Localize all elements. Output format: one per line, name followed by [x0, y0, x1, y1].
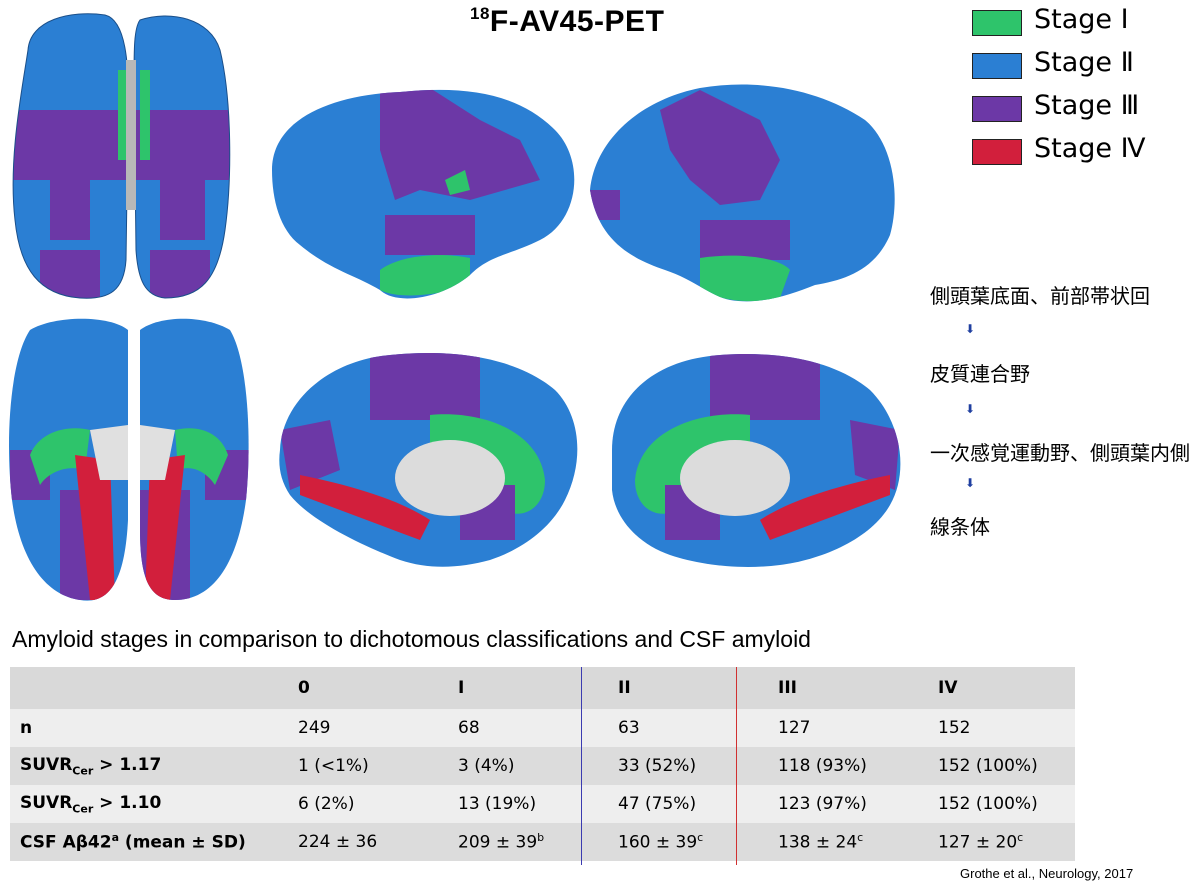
row-label: CSF Aβ42a (mean ± SD) — [10, 823, 288, 861]
figure-title: 18F-AV45-PET — [470, 4, 664, 39]
flow-step-1: 側頭葉底面、前部帯状回 — [930, 284, 1150, 308]
divider-red — [736, 667, 737, 865]
table-cell: 13 (19%) — [448, 785, 608, 823]
row-label-sub: Cer — [72, 764, 94, 778]
title-superscript: 18 — [470, 4, 490, 23]
table-title: Amyloid stages in comparison to dichotom… — [12, 626, 811, 652]
cell-value: 224 ± 36 — [298, 832, 378, 852]
title-main: F-AV45-PET — [489, 5, 665, 38]
cell-value: 160 ± 39 — [618, 832, 698, 853]
table-cell: 1 (<1%) — [288, 747, 448, 785]
legend-swatch-stage-3 — [972, 96, 1022, 122]
table-header-cell — [10, 667, 288, 709]
legend-item-stage-4: Stage Ⅳ — [972, 133, 1192, 176]
cell-footnote: c — [1017, 831, 1024, 845]
table-cell: 152 (100%) — [928, 785, 1075, 823]
legend-swatch-stage-1 — [972, 10, 1022, 36]
citation: Grothe et al., Neurology, 2017 — [960, 866, 1134, 881]
cell-footnote: b — [537, 831, 545, 845]
table-cell: 63 — [608, 709, 768, 747]
cell-value: 127 ± 20 — [938, 832, 1018, 853]
legend-label-stage-4: Stage Ⅳ — [1034, 133, 1146, 164]
table-row: n 249 68 63 127 152 — [10, 709, 1075, 747]
row-label-sup: a — [111, 831, 119, 845]
cell-value: 138 ± 24 — [778, 832, 858, 853]
table-header-cell: II — [608, 667, 768, 709]
table-cell: 123 (97%) — [768, 785, 928, 823]
legend-label-stage-3: Stage Ⅲ — [1034, 90, 1140, 121]
table-header-cell: IV — [928, 667, 1075, 709]
table-cell: 209 ± 39b — [448, 823, 608, 861]
table-header-cell: 0 — [288, 667, 448, 709]
arrow-down-icon: ⬇ — [965, 322, 976, 336]
table-cell: 152 — [928, 709, 1075, 747]
arrow-down-icon: ⬇ — [965, 402, 976, 416]
table-header-row: 0 I II III IV — [10, 667, 1075, 709]
table-cell: 152 (100%) — [928, 747, 1075, 785]
table-cell: 3 (4%) — [448, 747, 608, 785]
cell-footnote: c — [857, 831, 864, 845]
legend-label-stage-2: Stage Ⅱ — [1034, 47, 1134, 78]
row-label-rest: > 1.10 — [93, 792, 162, 813]
flow-step-3: 一次感覚運動野、側頭葉内側 — [930, 441, 1190, 465]
table-cell: 47 (75%) — [608, 785, 768, 823]
legend-label-stage-1: Stage Ⅰ — [1034, 4, 1129, 35]
amyloid-stage-table: 0 I II III IV n 249 68 63 127 152 SUVRCe… — [10, 667, 1075, 861]
legend-swatch-stage-4 — [972, 139, 1022, 165]
table-cell: 160 ± 39c — [608, 823, 768, 861]
legend-swatch-stage-2 — [972, 53, 1022, 79]
row-label-sub: Cer — [72, 802, 94, 816]
row-label: n — [10, 709, 288, 747]
table-header-cell: I — [448, 667, 608, 709]
table-row: SUVRCer > 1.10 6 (2%) 13 (19%) 47 (75%) … — [10, 785, 1075, 823]
cell-footnote: c — [697, 831, 704, 845]
row-label-main: n — [20, 718, 33, 738]
table-cell: 127 ± 20c — [928, 823, 1075, 861]
row-label: SUVRCer > 1.17 — [10, 747, 288, 785]
row-label-rest: (mean ± SD) — [119, 832, 246, 853]
table-cell: 68 — [448, 709, 608, 747]
table-cell: 33 (52%) — [608, 747, 768, 785]
table-cell: 127 — [768, 709, 928, 747]
cell-value: 209 ± 39 — [458, 832, 538, 853]
row-label-main: SUVR — [20, 754, 73, 775]
table-header-cell: III — [768, 667, 928, 709]
legend-item-stage-2: Stage Ⅱ — [972, 47, 1192, 90]
row-label-main: SUVR — [20, 792, 73, 813]
flow-step-4: 線条体 — [930, 515, 990, 539]
brain-renderings — [9, 13, 901, 601]
table-cell: 6 (2%) — [288, 785, 448, 823]
row-label: SUVRCer > 1.10 — [10, 785, 288, 823]
stage-legend: Stage Ⅰ Stage Ⅱ Stage Ⅲ Stage Ⅳ — [972, 4, 1192, 176]
legend-item-stage-1: Stage Ⅰ — [972, 4, 1192, 47]
table-cell: 224 ± 36 — [288, 823, 448, 861]
flow-step-2: 皮質連合野 — [930, 362, 1030, 386]
table-row: CSF Aβ42a (mean ± SD) 224 ± 36 209 ± 39b… — [10, 823, 1075, 861]
table-cell: 249 — [288, 709, 448, 747]
legend-item-stage-3: Stage Ⅲ — [972, 90, 1192, 133]
divider-blue — [581, 667, 582, 865]
table-cell: 118 (93%) — [768, 747, 928, 785]
table-row: SUVRCer > 1.17 1 (<1%) 3 (4%) 33 (52%) 1… — [10, 747, 1075, 785]
arrow-down-icon: ⬇ — [965, 476, 976, 490]
row-label-main: CSF Aβ42 — [20, 832, 112, 853]
row-label-rest: > 1.17 — [93, 754, 162, 775]
table-cell: 138 ± 24c — [768, 823, 928, 861]
